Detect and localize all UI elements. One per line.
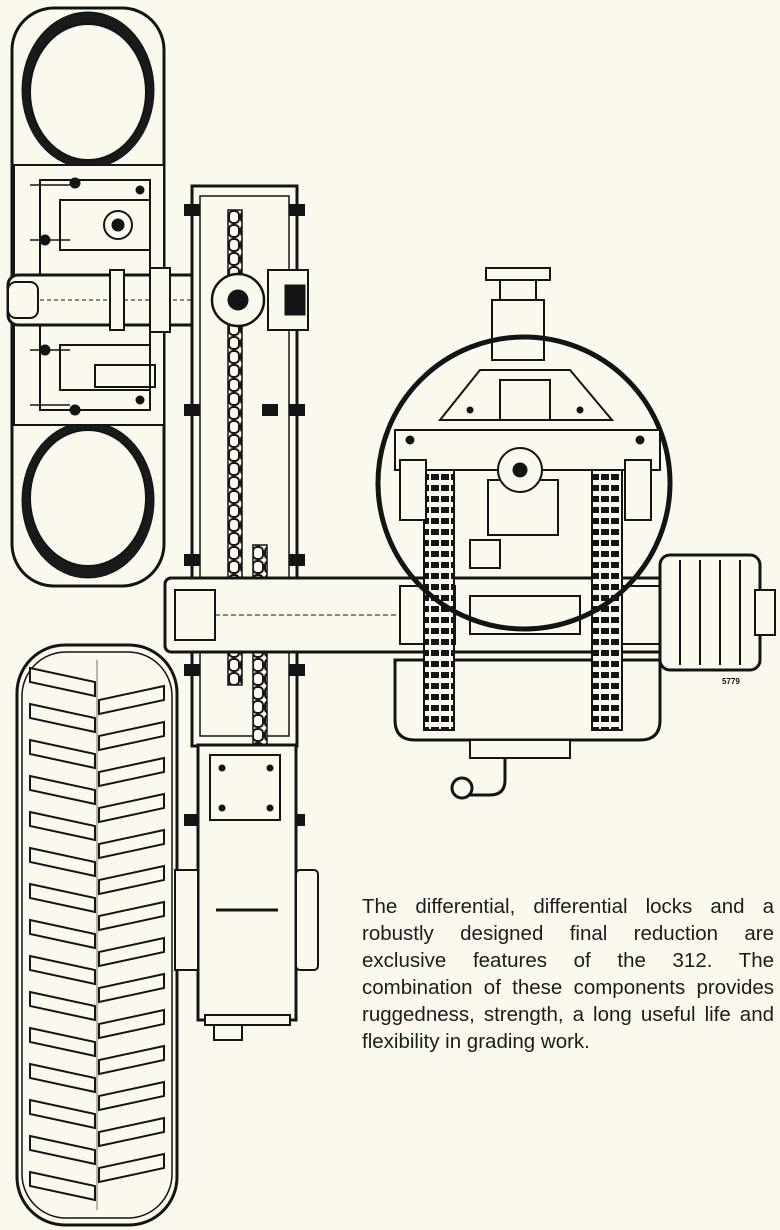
bolt-head xyxy=(184,664,200,676)
tread-lug xyxy=(29,1170,96,1202)
bolt-head xyxy=(262,404,278,416)
tread-lug xyxy=(98,1008,165,1040)
tread-lug xyxy=(98,1080,165,1112)
tread-lug xyxy=(29,882,96,914)
tread-lug xyxy=(29,918,96,950)
tread-lug xyxy=(29,774,96,806)
tread-lug xyxy=(29,738,96,770)
tread-lug xyxy=(29,990,96,1022)
tread-lug xyxy=(98,828,165,860)
bolt-head xyxy=(289,404,305,416)
plate-number: 5779 xyxy=(722,677,740,686)
reduction-leg-housing xyxy=(174,743,319,1041)
bolt-head xyxy=(289,664,305,676)
tread-lug xyxy=(98,1044,165,1076)
tread-lug xyxy=(29,1098,96,1130)
tread-lug xyxy=(29,666,96,698)
tread-lug xyxy=(98,972,165,1004)
tread-lug xyxy=(98,864,165,896)
bolt-head xyxy=(184,204,200,216)
tread-lug xyxy=(98,756,165,788)
bolt-head xyxy=(184,404,200,416)
tread-lug xyxy=(29,1134,96,1166)
caption-text: The differential, differential locks and… xyxy=(362,895,774,1053)
tread-lug xyxy=(29,702,96,734)
tread-lug xyxy=(98,1116,165,1148)
tread-lug xyxy=(29,810,96,842)
tread-lug xyxy=(98,792,165,824)
tread-lug xyxy=(98,900,165,932)
tread-lug xyxy=(29,1026,96,1058)
lower-tire xyxy=(15,643,179,1227)
bolt-head xyxy=(289,204,305,216)
tread-lug xyxy=(98,936,165,968)
bolt-head xyxy=(184,814,200,826)
differential-detail-inset xyxy=(375,334,673,632)
tread-lug xyxy=(98,720,165,752)
tread-lug xyxy=(29,1062,96,1094)
tread-lug xyxy=(98,684,165,716)
tread-lug xyxy=(29,846,96,878)
bolt-head xyxy=(184,554,200,566)
chain-case xyxy=(190,184,309,748)
tread-lug xyxy=(98,1152,165,1184)
axle-shaft xyxy=(6,267,225,333)
bolt-head xyxy=(289,554,305,566)
tread-lug xyxy=(29,954,96,986)
